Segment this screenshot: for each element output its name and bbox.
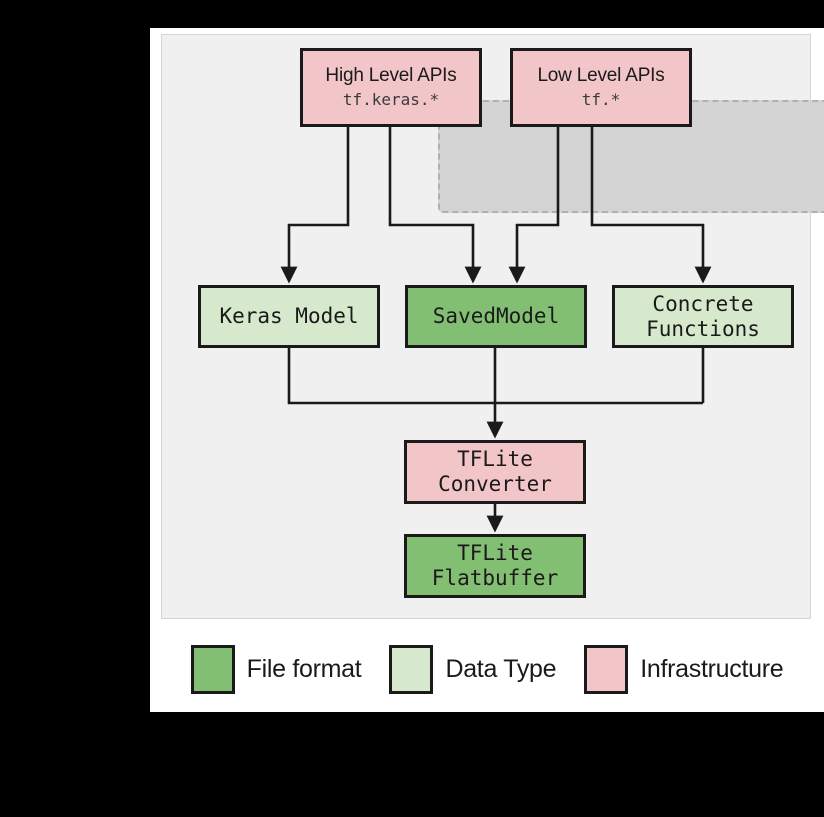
node-tflite-flatbuffer[interactable]: TFLite Flatbuffer [404, 534, 586, 598]
legend-swatch-file-format [190, 644, 235, 694]
legend-swatch-data-type [389, 644, 434, 694]
node-concrete-functions[interactable]: Concrete Functions [612, 285, 794, 348]
node-subtitle: tf.* [581, 89, 621, 109]
node-keras-model[interactable]: Keras Model [198, 285, 380, 348]
legend-item-infrastructure: Infrastructure [584, 644, 784, 694]
node-label-line1: TFLite [457, 447, 533, 472]
node-label-line2: Converter [438, 472, 552, 496]
node-title: Low Level APIs [537, 65, 665, 87]
edge-high-to-keras [280, 127, 350, 284]
node-tflite-converter[interactable]: TFLite Converter [404, 440, 586, 504]
node-label: Keras Model [219, 304, 359, 329]
legend-item-file-format: File format [190, 644, 362, 694]
node-label-line2: Flatbuffer [431, 566, 559, 590]
legend-item-data-type: Data Type [389, 644, 557, 694]
diagram-card: High Level APIs tf.keras.* Low Level API… [150, 28, 824, 712]
node-savedmodel[interactable]: SavedModel [405, 285, 587, 348]
node-subtitle: tf.keras.* [342, 89, 440, 109]
node-high-level-apis[interactable]: High Level APIs tf.keras.* [300, 48, 482, 127]
legend-label: Data Type [445, 654, 557, 683]
node-low-level-apis[interactable]: Low Level APIs tf.* [510, 48, 692, 127]
node-title: High Level APIs [325, 65, 457, 87]
node-label-line2: Functions [646, 316, 760, 341]
node-label-line1: Concrete [652, 291, 754, 316]
legend-swatch-infrastructure [584, 644, 629, 694]
flowchart-panel: High Level APIs tf.keras.* Low Level API… [161, 34, 824, 619]
edge-keras-to-bus [287, 348, 703, 405]
legend: File format Data Type Infrastructure [150, 626, 824, 712]
legend-label: File format [246, 654, 362, 683]
legend-label: Infrastructure [640, 654, 784, 683]
node-label: SavedModel [432, 304, 560, 329]
node-label-line1: TFLite [457, 541, 533, 566]
